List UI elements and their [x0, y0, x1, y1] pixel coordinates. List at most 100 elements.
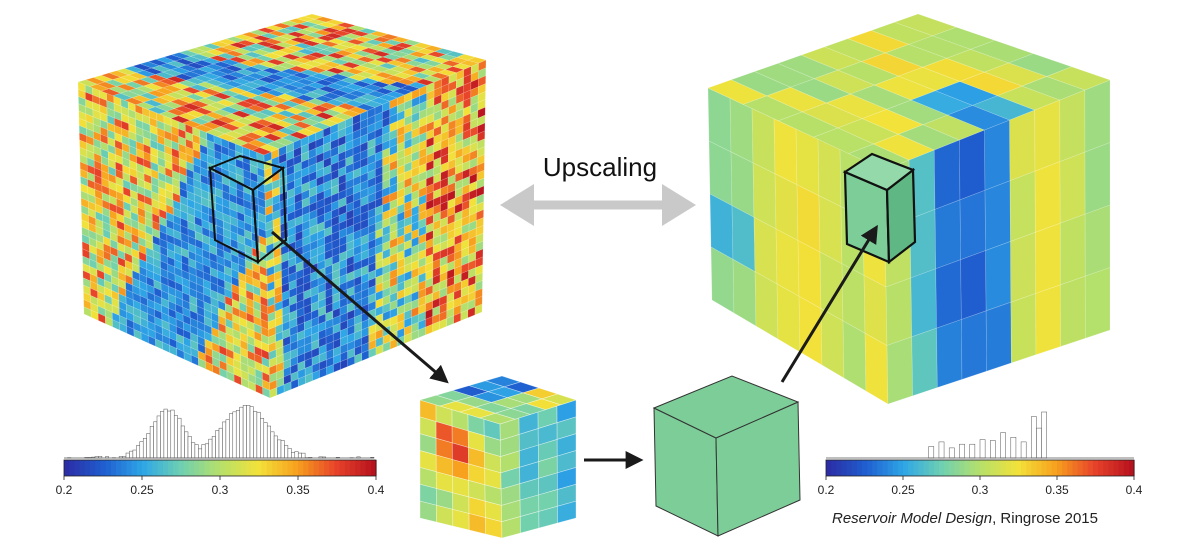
colorbar-segment [230, 460, 237, 476]
colorbar-segment [199, 460, 205, 476]
cube-face-top [652, 375, 800, 439]
coarse-highlight-box [842, 152, 917, 265]
colorbar-segment [214, 460, 221, 476]
colorbar-segment [194, 460, 200, 476]
histogram-bar [266, 425, 271, 459]
histogram-bar [139, 441, 144, 459]
colorbar-segment [90, 460, 96, 476]
histogram-bar [928, 446, 935, 459]
citation-title: Reservoir Model Design [832, 510, 993, 527]
colorbar-tick-label: 0.2 [818, 483, 835, 497]
grid-cell [959, 129, 986, 201]
grid-cell [1084, 204, 1111, 277]
histogram-bar [256, 411, 261, 459]
colorbar-segment [256, 460, 263, 476]
grid-cell [985, 241, 1012, 312]
grid-cell [886, 336, 913, 405]
histogram-bar [1010, 437, 1017, 459]
grid-cell [1059, 151, 1086, 224]
histogram-bar [246, 405, 251, 459]
grid-cell [540, 393, 577, 406]
colorbar-segment [1036, 460, 1043, 476]
histogram-bar [180, 425, 185, 459]
colorbar-segment [350, 460, 356, 476]
grid-cell [1009, 109, 1036, 182]
grid-cell [1084, 142, 1111, 215]
histogram-bar [239, 406, 244, 459]
grid-cell [985, 301, 1012, 372]
colorbar-tick-label: 0.25 [891, 483, 915, 497]
colorbar-segment [240, 460, 247, 476]
colorbar-segment [1108, 460, 1115, 476]
colorbar-tick-label: 0.35 [1045, 483, 1069, 497]
histogram-bar [136, 445, 141, 459]
colorbar-segment [84, 460, 91, 476]
colorbar-segment [969, 460, 976, 476]
grid-cell [1034, 99, 1061, 172]
colorbar-segment [136, 460, 143, 476]
colorbar-segment [360, 460, 367, 476]
grid-cell [960, 250, 987, 320]
histogram-bar [291, 452, 296, 459]
colorbar-tick-label: 0.35 [286, 483, 310, 497]
histogram-bar [149, 426, 154, 459]
colorbar-segment [204, 460, 211, 476]
histogram-bar [235, 410, 240, 459]
fine-histogram [64, 405, 375, 459]
grid-cell [1035, 222, 1061, 294]
colorbar-segment [1026, 460, 1032, 476]
histogram-bar [280, 440, 285, 459]
colorbar-segment [1092, 460, 1099, 476]
colorbar-segment [266, 460, 273, 476]
double-headed-arrow-icon [500, 184, 696, 226]
colorbar-segment [1046, 460, 1053, 476]
histogram-bar [938, 441, 945, 459]
grid-cell [1084, 79, 1111, 153]
colorbar-segment [298, 460, 304, 476]
histogram-bar [260, 418, 265, 459]
grid-cell [1009, 170, 1036, 242]
citation-rest: , Ringrose 2015 [992, 510, 1098, 527]
colorbar-segment [339, 460, 346, 476]
colorbar-segment [183, 460, 190, 476]
histogram-bar [132, 449, 137, 459]
colorbar-segment [365, 460, 372, 476]
upscaled-cell-cube [652, 375, 801, 537]
colorbar-segment [995, 460, 1002, 476]
grid-cell [1060, 275, 1086, 347]
colorbar-segment [173, 460, 179, 476]
colorbar-segment [1082, 460, 1089, 476]
colorbar-segment [142, 460, 148, 476]
colorbar-segment [235, 460, 242, 476]
colorbar-segment [1098, 460, 1104, 476]
colorbar-segment [282, 460, 289, 476]
colorbar-tick-label: 0.4 [368, 483, 385, 497]
histogram-bar [273, 435, 278, 459]
histogram-bar [948, 447, 955, 459]
colorbar-segment [188, 460, 195, 476]
histogram-bar [1020, 441, 1027, 459]
histogram-bar [211, 436, 216, 459]
colorbar-tick-label: 0.2 [56, 483, 73, 497]
colorbar-segment [1041, 460, 1048, 476]
histogram-bar [222, 421, 227, 459]
colorbar-segment [1057, 460, 1063, 476]
histogram-bar [270, 431, 275, 459]
histogram-bar [187, 436, 192, 459]
colorbar-segment [980, 460, 986, 476]
histogram-bar [1000, 432, 1006, 459]
colorbar-segment [882, 460, 889, 476]
histogram-bar [1036, 427, 1042, 459]
fine-grid-cube [77, 13, 487, 399]
histogram-bar [249, 406, 254, 459]
colorbar-segment [841, 460, 848, 476]
colorbar-segment [959, 460, 966, 476]
grid-cell [1010, 231, 1036, 303]
colorbar-segment [949, 460, 955, 476]
histogram-bar [167, 410, 172, 459]
grid-cell [864, 332, 889, 405]
histogram-bar [969, 443, 976, 459]
fine-sample-cube [418, 375, 577, 539]
colorbar-segment [990, 460, 996, 476]
